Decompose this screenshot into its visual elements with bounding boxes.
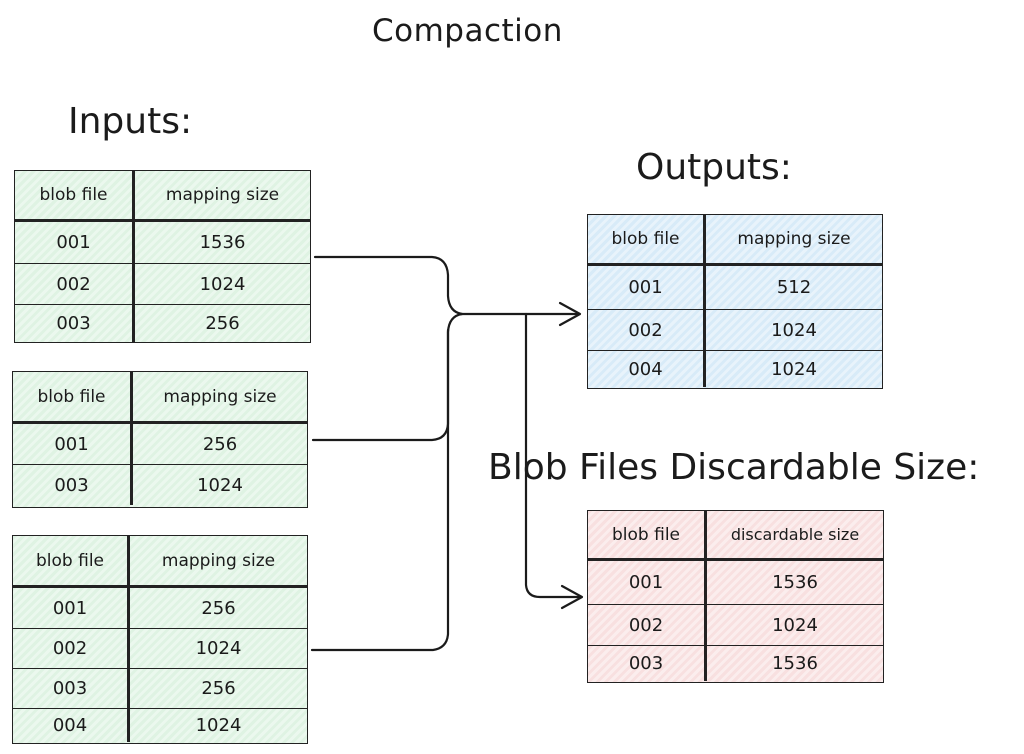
size-cell: 256 (205, 313, 240, 334)
merge-arrow-head (558, 301, 582, 327)
inputs-heading: Inputs: (68, 101, 193, 142)
blob-file-cell: 002 (15, 264, 135, 304)
table-row: 001 1536 (588, 561, 883, 605)
header-cell: mapping size (163, 386, 277, 407)
blob-file-cell: 001 (588, 266, 706, 309)
blob-file-cell: 002 (588, 310, 706, 350)
table-header-row: blob file discardable size (588, 511, 883, 561)
branch-arrow-head (560, 584, 584, 610)
table-row: 003 1024 (13, 465, 307, 505)
header-cell: mapping size (737, 229, 851, 249)
header-cell: blob file (588, 511, 707, 558)
blob-file-cell: 001 (588, 561, 707, 604)
diagram-title: Compaction (372, 13, 563, 49)
table-header-row: blob file mapping size (13, 372, 307, 424)
table-row: 002 1024 (588, 605, 883, 646)
size-cell: 1024 (199, 273, 246, 295)
size-cell: 256 (201, 678, 236, 699)
discardable-heading: Blob Files Discardable Size: (488, 447, 980, 488)
branch-down-line (524, 312, 582, 599)
table-row: 004 1024 (588, 351, 882, 387)
size-cell: 1024 (197, 474, 243, 496)
table-row: 002 1024 (588, 310, 882, 351)
header-cell: discardable size (730, 525, 860, 544)
header-cell: blob file (15, 171, 135, 219)
input-table-2: blob file mapping size 001 256 003 1024 (12, 371, 308, 508)
blob-file-cell: 001 (13, 588, 130, 628)
input-table-3: blob file mapping size 001 256 002 1024 … (12, 535, 308, 744)
header-cell: blob file (13, 372, 133, 421)
table-header-row: blob file mapping size (588, 215, 882, 266)
input-table-1: blob file mapping size 001 1536 002 1024… (14, 170, 311, 343)
input-1-connector (313, 255, 464, 316)
size-cell: 1024 (195, 638, 242, 659)
discardable-table: blob file discardable size 001 1536 002 … (587, 510, 884, 683)
blob-file-cell: 003 (13, 465, 133, 505)
size-cell: 1536 (772, 572, 818, 593)
blob-file-cell: 002 (13, 629, 130, 668)
input-2-connector (311, 312, 464, 442)
blob-file-cell: 001 (15, 222, 135, 263)
header-cell: blob file (588, 215, 706, 263)
size-cell: 512 (776, 277, 812, 298)
table-row: 001 256 (13, 424, 307, 465)
header-cell: mapping size (161, 550, 276, 571)
input-3-connector (310, 328, 450, 652)
size-cell: 1024 (195, 715, 242, 736)
table-row: 001 256 (13, 588, 307, 629)
table-row: 002 1024 (13, 629, 307, 669)
table-row: 003 256 (15, 305, 310, 342)
table-header-row: blob file mapping size (15, 171, 310, 222)
blob-file-cell: 002 (588, 605, 707, 645)
blob-file-cell: 003 (13, 669, 130, 708)
table-row: 001 1536 (15, 222, 310, 264)
size-cell: 1024 (771, 319, 817, 341)
blob-file-cell: 001 (13, 424, 133, 464)
size-cell: 1024 (771, 358, 817, 380)
size-cell: 256 (202, 433, 238, 455)
blob-file-cell: 004 (588, 351, 706, 387)
header-cell: blob file (13, 536, 130, 585)
table-row: 001 512 (588, 266, 882, 310)
size-cell: 1536 (772, 653, 818, 674)
table-row: 003 1536 (588, 646, 883, 681)
table-row: 004 1024 (13, 709, 307, 742)
output-table: blob file mapping size 001 512 002 1024 … (587, 214, 883, 389)
blob-file-cell: 003 (588, 646, 707, 681)
size-cell: 256 (201, 597, 236, 619)
blob-file-cell: 003 (15, 305, 135, 342)
outputs-heading: Outputs: (636, 147, 792, 188)
header-cell: mapping size (165, 185, 280, 205)
blob-file-cell: 004 (13, 709, 130, 742)
table-header-row: blob file mapping size (13, 536, 307, 588)
size-cell: 1024 (772, 614, 818, 636)
table-row: 003 256 (13, 669, 307, 709)
size-cell: 1536 (199, 232, 246, 253)
table-row: 002 1024 (15, 264, 310, 305)
